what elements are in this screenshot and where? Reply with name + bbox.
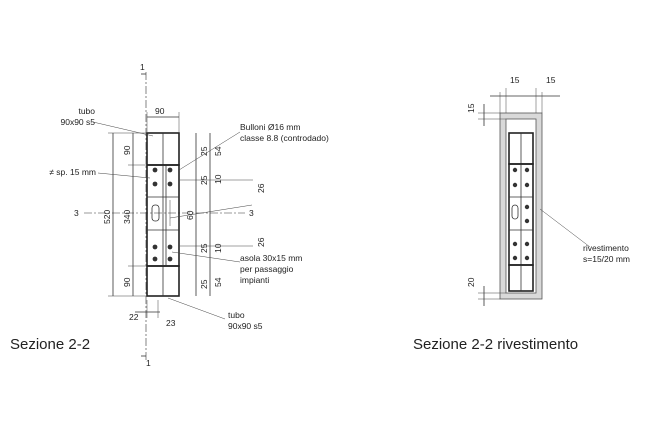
label-bolts-2: classe 8.8 (controdado) — [240, 133, 329, 143]
slot — [151, 204, 160, 222]
label-slot-1: asola 30x15 mm — [240, 253, 302, 263]
label-bolts-1: Bulloni Ø16 mm — [240, 122, 300, 132]
dim-15-vert: 15 — [466, 103, 476, 113]
section-mark-3-left: 3 — [74, 208, 79, 218]
dim-25-a: 25 — [199, 146, 209, 156]
dim-10-b: 10 — [213, 243, 223, 253]
dim-20-vert: 20 — [466, 277, 476, 287]
section-mark-1-bottom: 1 — [146, 358, 151, 368]
bolt-group — [152, 167, 173, 262]
dim-top-width: 90 — [155, 106, 165, 116]
label-plate: ≠ sp. 15 mm — [49, 167, 96, 177]
dim-left-90-top: 90 — [122, 145, 132, 155]
label-slot-2: per passaggio — [240, 264, 294, 274]
label-slot-3: impianti — [240, 275, 269, 285]
label-tubo-bottom-2: 90x90 s5 — [228, 321, 263, 331]
dim-54-a: 54 — [213, 146, 223, 156]
label-tubo-bottom-1: tubo — [228, 310, 245, 320]
dim-15-right: 15 — [546, 75, 556, 85]
dim-22: 22 — [129, 312, 139, 322]
section-mark-1-top: 1 — [140, 62, 145, 72]
dim-10-a: 10 — [213, 174, 223, 184]
dim-54-b: 54 — [213, 277, 223, 287]
dim-26-b: 26 — [256, 237, 266, 247]
right-section: 15 15 15 20 rivestimento s=15/20 mm Sezi… — [413, 75, 630, 353]
caption-right: Sezione 2-2 rivestimento — [413, 336, 578, 353]
dim-23: 23 — [166, 318, 176, 328]
dim-15-left: 15 — [510, 75, 520, 85]
dim-25-d: 25 — [199, 279, 209, 289]
dim-left-340: 340 — [122, 210, 132, 224]
dim-left-90-bot: 90 — [122, 277, 132, 287]
dim-left-520: 520 — [102, 210, 112, 224]
dim-26-a: 26 — [256, 183, 266, 193]
left-section: 1 1 3 3 90 — [10, 62, 329, 368]
label-cladding-2: s=15/20 mm — [583, 254, 630, 264]
dim-25-c: 25 — [199, 243, 209, 253]
section-mark-3-right: 3 — [249, 208, 254, 218]
label-tubo-top-1: tubo — [78, 106, 95, 116]
label-tubo-top-2: 90x90 s5 — [61, 117, 96, 127]
dim-60: 60 — [185, 210, 195, 220]
label-cladding-1: rivestimento — [583, 243, 629, 253]
caption-left: Sezione 2-2 — [10, 336, 90, 353]
